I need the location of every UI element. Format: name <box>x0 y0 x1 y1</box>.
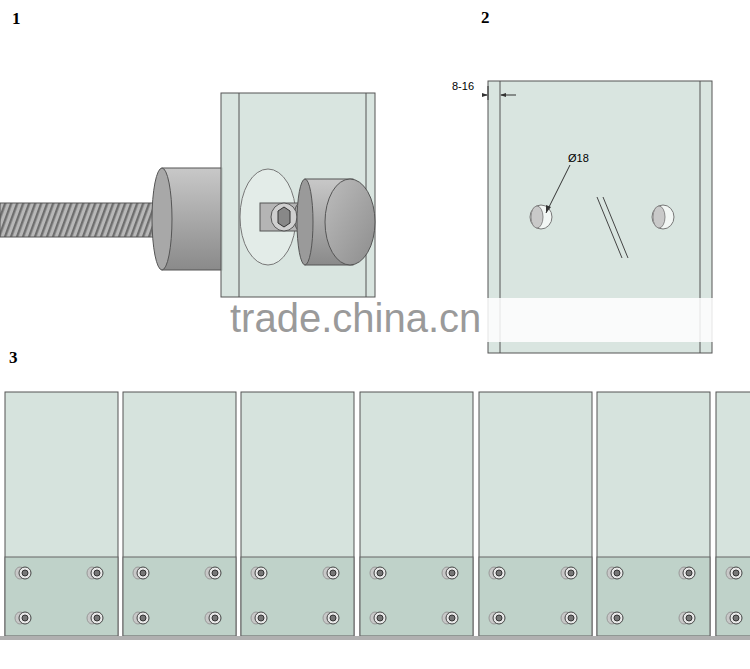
standoff-bolt <box>446 567 458 579</box>
mount-band <box>123 557 236 636</box>
glass-panel <box>716 392 750 636</box>
figure-number: 3 <box>9 348 18 368</box>
standoff-bolt <box>493 612 505 624</box>
standoff-bolt <box>327 567 339 579</box>
standoff-bolt <box>255 567 267 579</box>
standoff-bolt <box>19 567 31 579</box>
bolt-hex <box>496 615 502 621</box>
bolt-hex <box>614 615 620 621</box>
standoff-bolt <box>137 567 149 579</box>
bolt-hex <box>330 615 336 621</box>
figure-number: 2 <box>481 8 490 28</box>
bolt-hex <box>140 615 146 621</box>
bolt-hex <box>496 570 502 576</box>
standoff-bolt <box>565 567 577 579</box>
bolt-hex <box>733 570 739 576</box>
bolt-hex <box>94 570 100 576</box>
bolt-hex <box>733 615 739 621</box>
figure-number: 1 <box>12 9 21 29</box>
bolt-hex <box>94 615 100 621</box>
standoff-bolt <box>565 612 577 624</box>
standoff-bolt <box>327 612 339 624</box>
bolt-hex <box>330 570 336 576</box>
bolt-hex <box>212 615 218 621</box>
standoff-bolt <box>611 612 623 624</box>
standoff-bolt <box>730 612 742 624</box>
standoff-bolt <box>91 612 103 624</box>
glass-panel <box>360 392 473 636</box>
bolt-hex <box>377 570 383 576</box>
bolt-hex <box>212 570 218 576</box>
mount-band <box>597 557 710 636</box>
standoff-bolt <box>19 612 31 624</box>
bolt-hex <box>568 570 574 576</box>
bolt-hex <box>258 570 264 576</box>
glass-panel <box>123 392 236 636</box>
standoff-bolt <box>209 567 221 579</box>
standoff-bolt <box>730 567 742 579</box>
glass-panel <box>479 392 592 636</box>
standoff-bolt <box>91 567 103 579</box>
standoff-bolt <box>374 612 386 624</box>
bolt-hex <box>568 615 574 621</box>
glass-panel <box>241 392 354 636</box>
base-line <box>0 636 750 640</box>
standoff-bolt <box>137 612 149 624</box>
mount-band <box>5 557 118 636</box>
dimension-label: 8-16 <box>452 80 474 92</box>
standoff-bolt <box>209 612 221 624</box>
mount-band <box>716 557 750 636</box>
diameter-label: Ø18 <box>568 152 589 164</box>
bolt-hex <box>140 570 146 576</box>
bolt-hex <box>22 570 28 576</box>
bolt-hex <box>614 570 620 576</box>
mount-band <box>360 557 473 636</box>
standoff-detail <box>0 93 375 297</box>
bolt-hex <box>449 570 455 576</box>
mount-band <box>479 557 592 636</box>
mount-band <box>241 557 354 636</box>
bolt-hex <box>258 615 264 621</box>
bolt-hex <box>686 570 692 576</box>
bolt-hex <box>686 615 692 621</box>
bolt-hex <box>377 615 383 621</box>
standoff-bolt <box>493 567 505 579</box>
standoff-bolt <box>374 567 386 579</box>
standoff-bolt <box>683 567 695 579</box>
watermark: trade.china.cn <box>230 296 481 341</box>
standoff-bolt <box>611 567 623 579</box>
bolt-hex <box>449 615 455 621</box>
standoff-bolt <box>255 612 267 624</box>
standoff-bolt <box>683 612 695 624</box>
standoff-bolt <box>446 612 458 624</box>
bolt-hex <box>22 615 28 621</box>
glass-panel <box>5 392 118 636</box>
glass-panel <box>597 392 710 636</box>
railing-elevation <box>0 392 750 640</box>
